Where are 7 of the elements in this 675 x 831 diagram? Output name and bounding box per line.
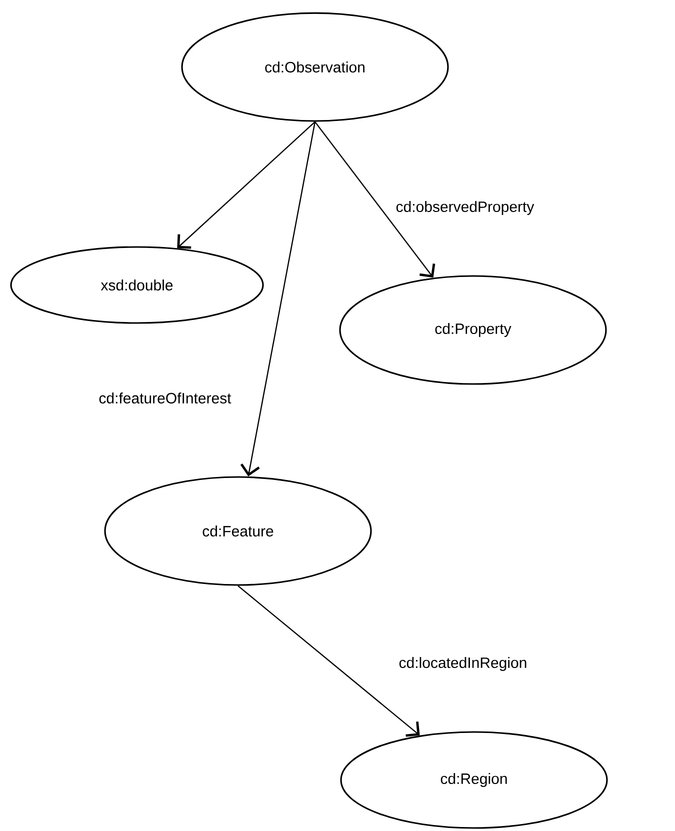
edge-label: cd:locatedInRegion bbox=[396, 655, 530, 673]
arrow bbox=[177, 121, 316, 249]
arrow bbox=[314, 121, 436, 278]
arrow bbox=[238, 585, 420, 737]
edge-label: cd:featureOfInterest bbox=[96, 390, 234, 406]
edge-label: cd:observedProperty bbox=[394, 199, 536, 217]
arrow bbox=[240, 122, 316, 476]
